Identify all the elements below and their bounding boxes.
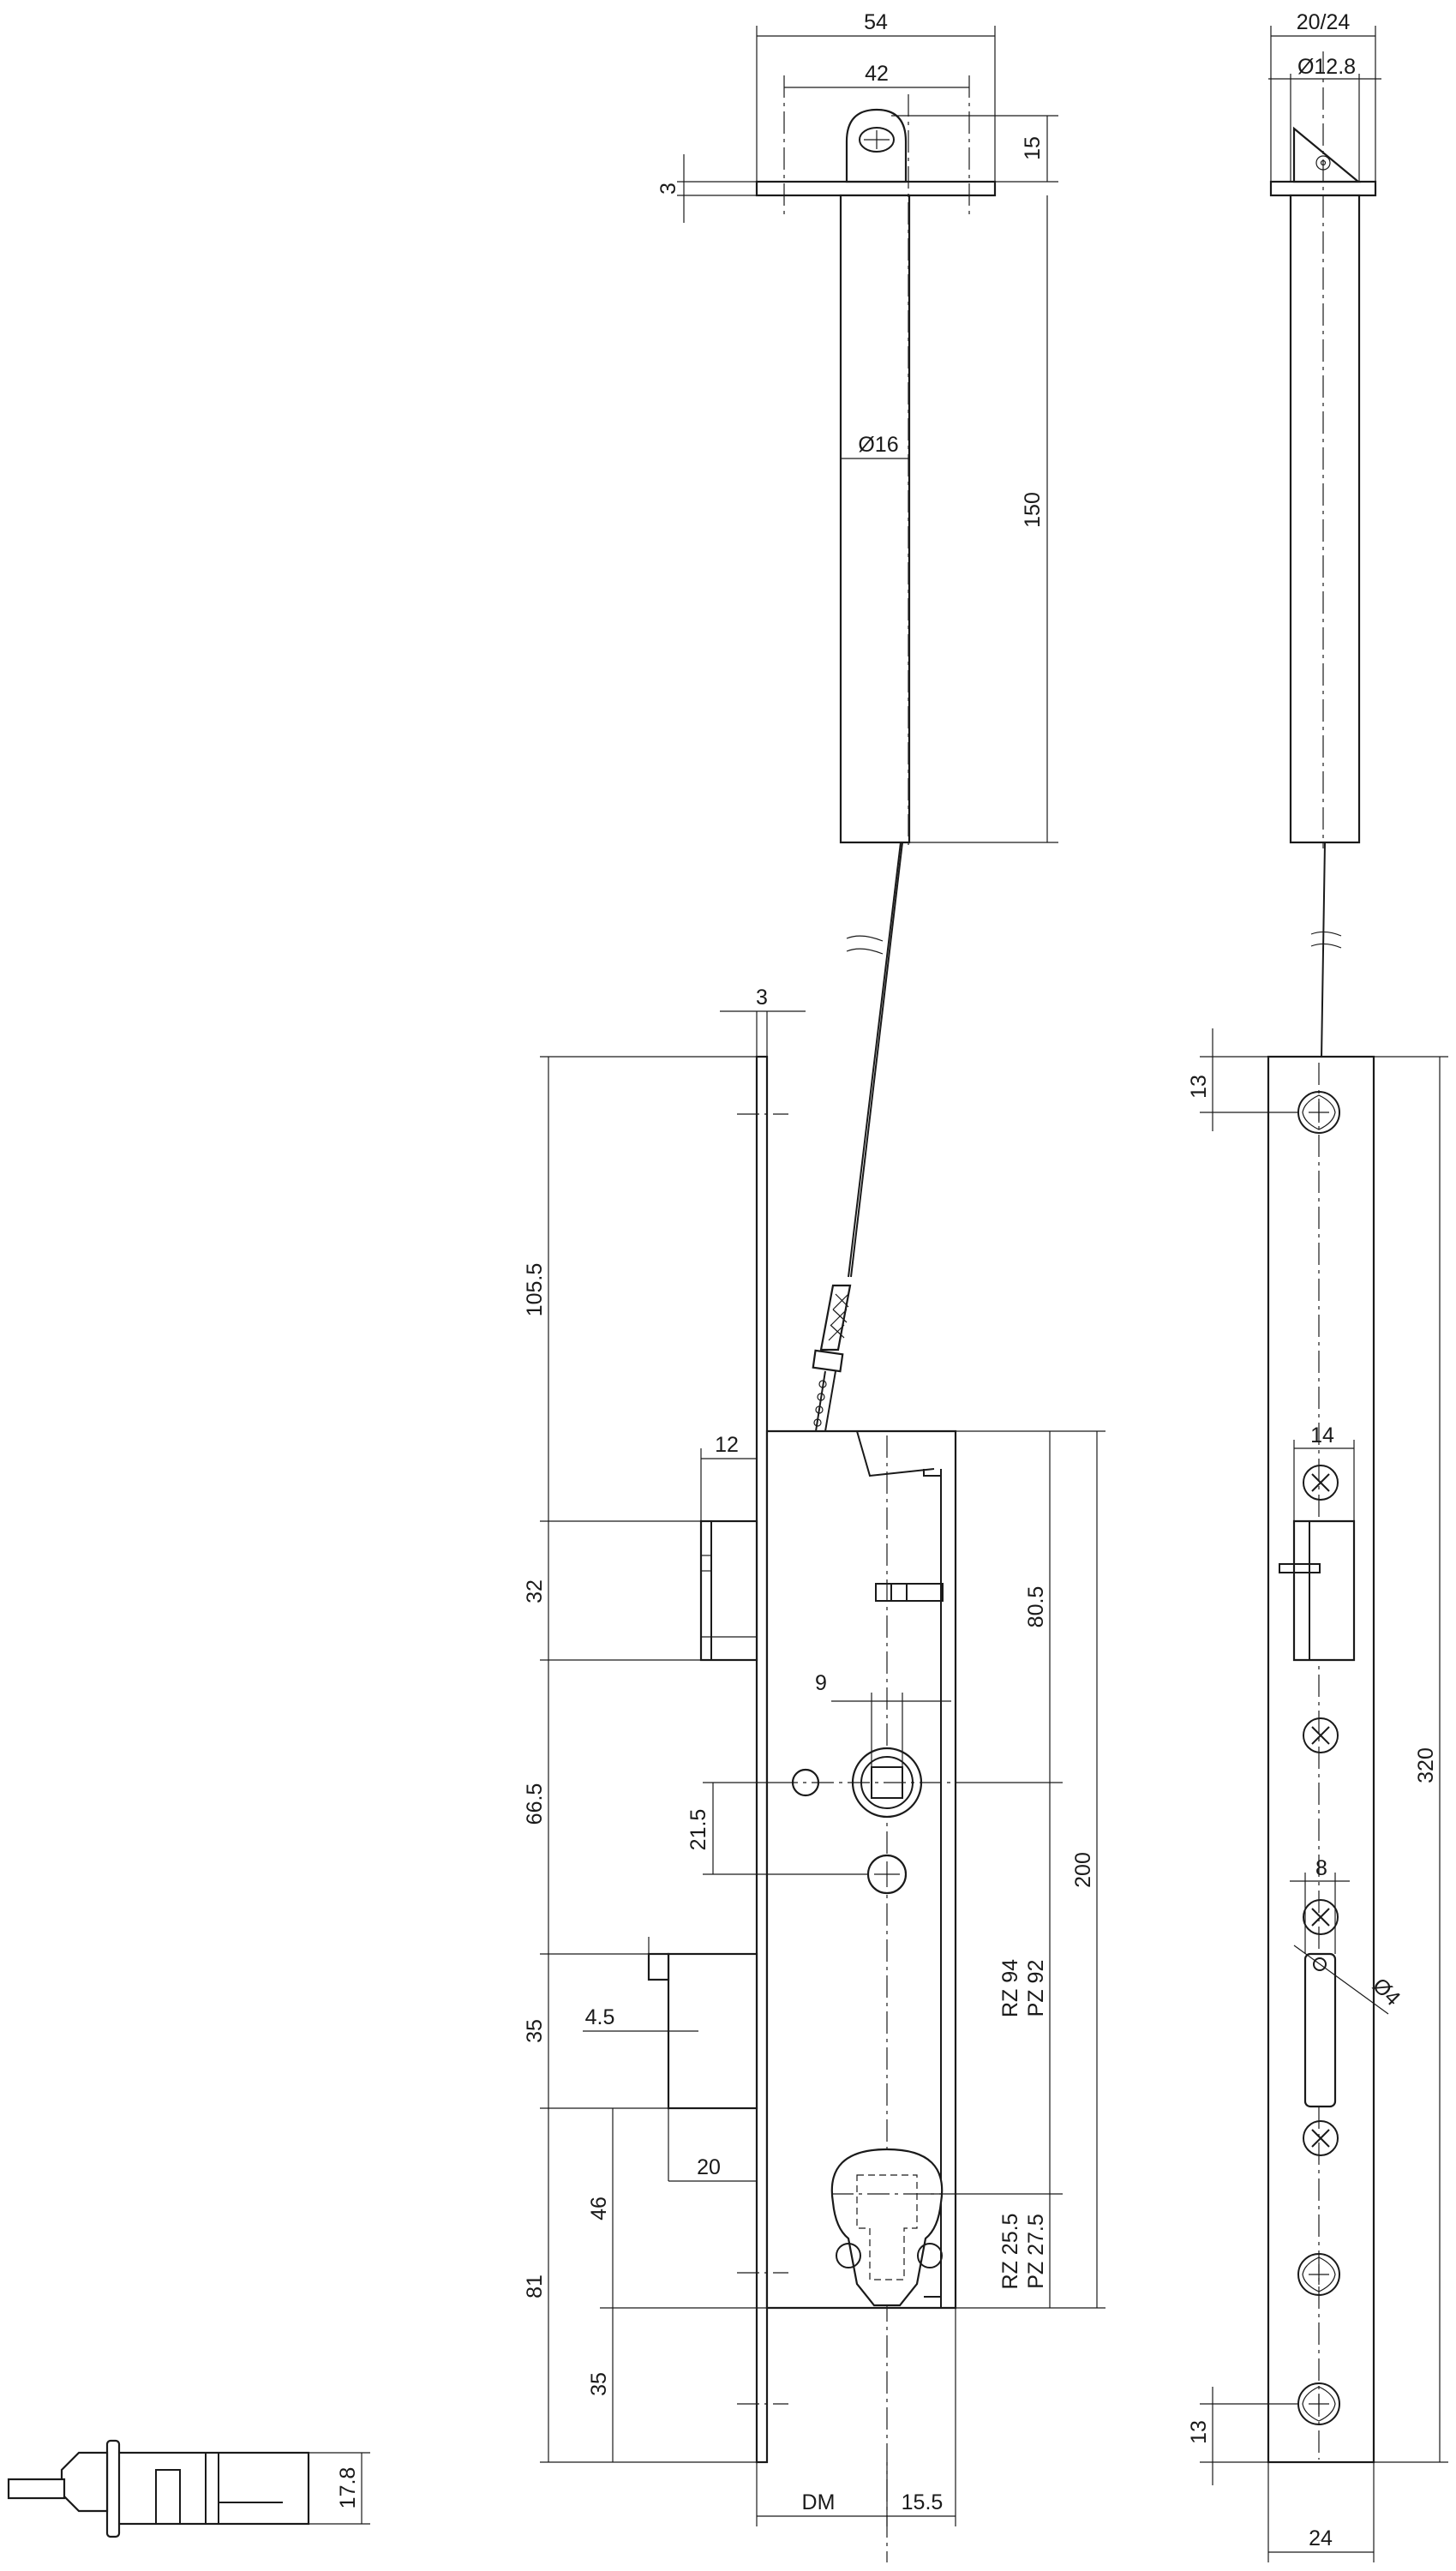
- screw-lower: [1297, 2253, 1340, 2296]
- dim-spindle-from-top: 80.5: [1024, 1586, 1048, 1628]
- dim-bolt-throw: 20: [697, 2155, 721, 2179]
- dim-flange-thickness: 3: [656, 183, 680, 195]
- dim-cylinder-rz: RZ 25.5: [998, 2214, 1022, 2290]
- dim-faceplate-width: 24: [1309, 2526, 1333, 2550]
- lock-dimensions: 3 105.5 32 66.5 35 81 12 9 21.5 4.5: [523, 986, 1105, 2526]
- lock-front-view: [647, 1055, 960, 2562]
- dim-faceplate-thickness: 3: [756, 986, 768, 1010]
- case-slot: [875, 1583, 944, 1602]
- dim-tube-length: 150: [1021, 492, 1045, 528]
- side-view-latch: [60, 2451, 109, 2513]
- latch-slot: [1292, 1519, 1356, 1662]
- dim-flange-width: 54: [864, 10, 888, 34]
- screw-bolt-upper: [1303, 1899, 1339, 1935]
- dim-spindle-size: 9: [815, 1671, 827, 1695]
- dim-latch-projection: 12: [715, 1433, 739, 1457]
- dim-latch-slot-width: 14: [1310, 1423, 1334, 1447]
- deadbolt-tip: [647, 1952, 670, 1981]
- screw-middle: [1303, 1717, 1339, 1753]
- dim-distance-pz: PZ 92: [1024, 1960, 1048, 2017]
- dim-distance-rz: RZ 94: [998, 1959, 1022, 2017]
- dim-top-distance: 105.5: [523, 1263, 547, 1317]
- screw-latch: [1303, 1465, 1339, 1501]
- ear-hole: [859, 127, 895, 153]
- side-cable-wire: [1321, 842, 1326, 1059]
- faceplate-front-view: 13 13 320 24 14 8 Ø4: [1187, 1028, 1448, 2562]
- dim-bolt-spacing: 42: [865, 62, 889, 86]
- dim-side-diameter: Ø12.8: [1297, 55, 1356, 79]
- lock-side-view: 17.8: [7, 2439, 370, 2538]
- dim-side-width: 20/24: [1297, 10, 1351, 34]
- tube-assembly-side: 20/24 Ø12.8: [1268, 10, 1381, 1059]
- faceplate: [1267, 1055, 1375, 2464]
- dim-cylinder-to-bottom: 81: [523, 2274, 547, 2298]
- dim-latch-to-spindle: 66.5: [523, 1783, 547, 1825]
- tube-assembly-front: 54 42 3 15 Ø16 150: [656, 10, 1058, 1278]
- dim-screw-top-offset: 13: [1187, 1075, 1211, 1099]
- dim-ear-height: 15: [1021, 136, 1045, 160]
- dim-cylinder-upper: 46: [587, 2196, 611, 2220]
- side-ear: [1292, 126, 1362, 183]
- dim-cylinder-pz: PZ 27.5: [1024, 2214, 1048, 2289]
- dim-side-view-height: 17.8: [336, 2467, 360, 2509]
- dim-backset: DM: [802, 2490, 836, 2514]
- dim-spindle-to-hole: 21.5: [686, 1809, 710, 1851]
- dim-faceplate-length: 320: [1414, 1747, 1438, 1783]
- cable-coupling: [812, 1284, 852, 1432]
- dim-case-height: 200: [1071, 1852, 1095, 1888]
- dim-latch-height: 32: [523, 1579, 547, 1603]
- dim-tube-diameter: Ø16: [858, 433, 898, 457]
- bolt-slot: [1303, 1952, 1337, 2108]
- screw-bolt-lower: [1303, 2120, 1339, 2156]
- dim-cylinder-lower: 35: [587, 2372, 611, 2396]
- dim-bolt-slot-width: 8: [1315, 1856, 1327, 1880]
- side-view-body: [110, 2451, 310, 2526]
- dim-bolt-setback: 4.5: [585, 2005, 615, 2029]
- tube-body: [839, 194, 911, 844]
- cable-wire: [850, 842, 903, 1278]
- cylinder-cutout: [830, 2148, 944, 2307]
- faceplate-edge: [755, 1055, 769, 2464]
- side-tube-body: [1289, 194, 1361, 844]
- mounting-flange: [755, 180, 997, 197]
- dim-case-depth: 15.5: [902, 2490, 944, 2514]
- dim-screw-bottom-offset: 13: [1187, 2420, 1211, 2444]
- latch-bolt: [699, 1519, 758, 1662]
- dim-bolt-height: 35: [523, 2019, 547, 2043]
